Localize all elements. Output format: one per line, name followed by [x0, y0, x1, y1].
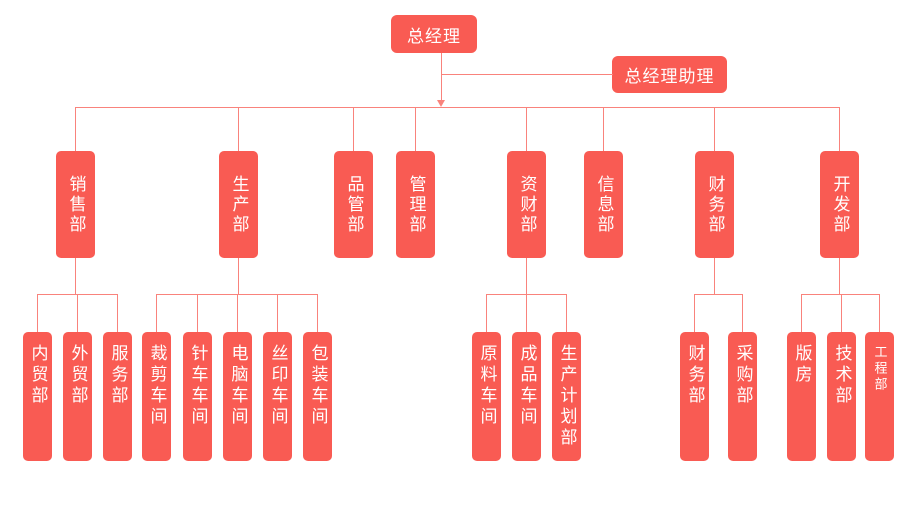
- node-label: 财务部: [684, 344, 705, 407]
- node-label: 电脑车间: [227, 344, 248, 428]
- connector-line: [526, 258, 527, 294]
- connector-line: [801, 294, 802, 332]
- node-label: 技术部: [831, 344, 852, 407]
- connector-line: [75, 258, 76, 294]
- node-production-planning: 生产计划部: [551, 332, 581, 461]
- connector-line: [197, 294, 198, 332]
- connector-line: [841, 294, 842, 332]
- node-production: 生产部: [218, 151, 258, 258]
- node-raw-material-workshop: 原料车间: [471, 332, 501, 461]
- node-label: 成品车间: [516, 344, 537, 428]
- connector-line: [317, 294, 318, 332]
- connector-line: [714, 258, 715, 294]
- node-label: 采购部: [732, 344, 753, 407]
- connector-line: [879, 294, 880, 332]
- node-administration: 管理部: [395, 151, 435, 258]
- main-bus-line: [75, 107, 840, 108]
- node-sales: 销售部: [55, 151, 95, 258]
- connector-line: [801, 294, 880, 295]
- connector-line: [353, 107, 354, 151]
- node-silk-print-workshop: 丝印车间: [262, 332, 292, 461]
- node-label: 工程部: [871, 345, 887, 393]
- node-label: 管理部: [405, 174, 426, 235]
- node-cutting-workshop: 裁剪车间: [141, 332, 171, 461]
- connector-line: [526, 107, 527, 151]
- node-label: 总经理助理: [624, 67, 715, 87]
- node-label: 裁剪车间: [146, 344, 167, 428]
- node-quality-control: 品管部: [333, 151, 373, 258]
- connector-line: [75, 107, 76, 151]
- connector-line: [156, 294, 157, 332]
- node-label: 内贸部: [27, 344, 48, 407]
- node-sewing-workshop: 针车车间: [182, 332, 212, 461]
- connector-line: [237, 294, 238, 332]
- connector-line: [77, 294, 78, 332]
- node-label: 外贸部: [67, 344, 88, 407]
- connector-line: [839, 107, 840, 151]
- node-label: 生产计划部: [556, 344, 577, 449]
- node-label: 原料车间: [476, 344, 497, 428]
- node-label: 服务部: [107, 344, 128, 407]
- node-packing-workshop: 包装车间: [302, 332, 332, 461]
- node-foreign-trade: 外贸部: [62, 332, 92, 461]
- node-label: 生产部: [228, 174, 249, 235]
- node-label: 包装车间: [307, 344, 328, 428]
- node-label: 资财部: [516, 174, 537, 235]
- node-development: 开发部: [819, 151, 859, 258]
- connector-line: [415, 107, 416, 151]
- node-information: 信息部: [583, 151, 623, 258]
- node-purchasing: 采购部: [727, 332, 757, 461]
- node-label: 针车车间: [187, 344, 208, 428]
- node-label: 总经理: [407, 26, 461, 47]
- arrowhead-down-icon: [437, 100, 445, 107]
- connector-line: [117, 294, 118, 332]
- node-general-manager-assistant: 总经理助理: [612, 56, 727, 93]
- root-stem-line: [441, 53, 442, 100]
- connector-line: [694, 294, 695, 332]
- connector-line: [486, 294, 487, 332]
- node-label: 丝印车间: [267, 344, 288, 428]
- node-domestic-trade: 内贸部: [22, 332, 52, 461]
- connector-line: [37, 294, 38, 332]
- node-finished-goods-workshop: 成品车间: [511, 332, 541, 461]
- node-service: 服务部: [102, 332, 132, 461]
- connector-line: [694, 294, 743, 295]
- node-finance: 财务部: [694, 151, 734, 258]
- connector-line: [238, 258, 239, 294]
- connector-line: [566, 294, 567, 332]
- node-engineering: 工程部: [864, 332, 894, 461]
- assistant-connector-line: [441, 74, 613, 75]
- node-computer-workshop: 电脑车间: [222, 332, 252, 461]
- connector-line: [526, 294, 527, 332]
- connector-line: [238, 107, 239, 151]
- connector-line: [277, 294, 278, 332]
- node-pattern-room: 版房: [786, 332, 816, 461]
- node-finance-sub: 财务部: [679, 332, 709, 461]
- node-technology: 技术部: [826, 332, 856, 461]
- node-label: 信息部: [593, 174, 614, 235]
- node-label: 版房: [791, 344, 812, 386]
- connector-line: [839, 258, 840, 294]
- node-label: 品管部: [343, 174, 364, 235]
- node-label: 销售部: [65, 174, 86, 235]
- connector-line: [714, 107, 715, 151]
- connector-line: [603, 107, 604, 151]
- node-label: 开发部: [829, 174, 850, 235]
- node-label: 财务部: [704, 174, 725, 235]
- node-materials-finance: 资财部: [506, 151, 546, 258]
- connector-line: [742, 294, 743, 332]
- node-general-manager: 总经理: [391, 15, 477, 53]
